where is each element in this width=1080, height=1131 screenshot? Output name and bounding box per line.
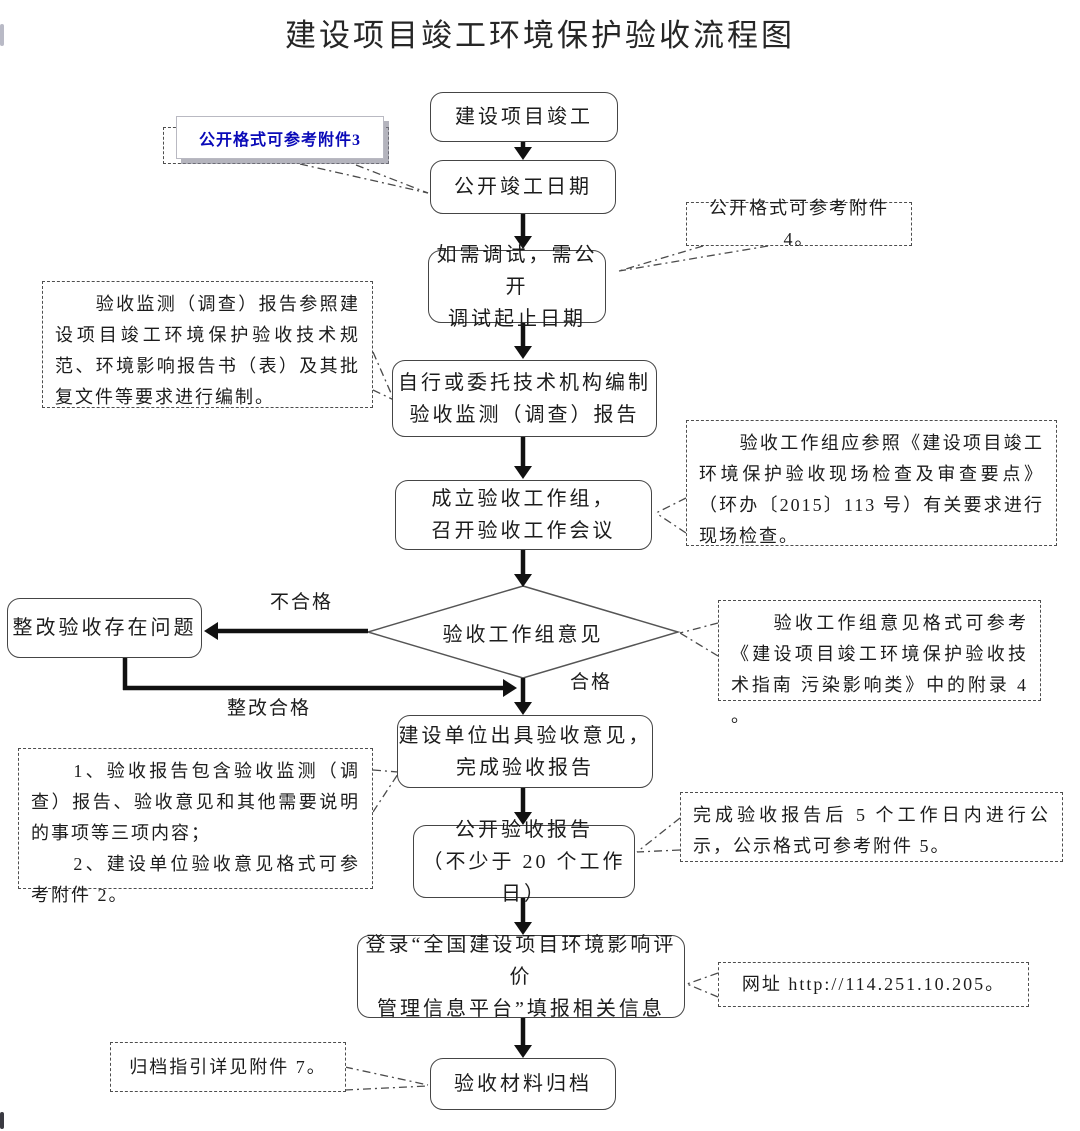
callout-opinion-format: 验收工作组意见格式可参考《建设项目竣工环境保护验收技术指南 污染影响类》中的附录… xyxy=(718,600,1041,726)
fail-branch-arrow xyxy=(204,622,368,640)
node-archive: 验收材料归档 xyxy=(430,1058,616,1110)
callout-report-basis: 验收监测（调查）报告参照建设项目竣工环境保护验收技术规范、环境影响报告书（表）及… xyxy=(42,281,373,408)
attachment3-tag: 公开格式可参考附件3 xyxy=(176,116,384,159)
node-issue-opinion: 建设单位出具验收意见， 完成验收报告 xyxy=(397,715,653,788)
node-work-group: 成立验收工作组， 召开验收工作会议 xyxy=(395,480,652,550)
node-debug: 如需调试，需公开 调试起止日期 xyxy=(428,244,606,330)
rectified-branch-arrow xyxy=(122,658,517,697)
node-publish-report: 公开验收报告 （不少于 20 个工作日） xyxy=(413,819,635,905)
node-decision-label: 验收工作组意见 xyxy=(442,624,604,646)
callout-attachment4: 公开格式可参考附件 4。 xyxy=(686,198,912,249)
callout-report-content: 1、验收报告包含验收监测（调查）报告、验收意见和其他需要说明的事项等三项内容； … xyxy=(18,748,373,905)
callout-website: 网址 http://114.251.10.205。 xyxy=(718,962,1029,1007)
callout-site-check: 验收工作组应参照《建设项目竣工环境保护验收现场检查及审查要点》（环办〔2015〕… xyxy=(686,420,1057,546)
label-rectified: 整改合格 xyxy=(227,698,312,719)
node-compile-report: 自行或委托技术机构编制 验收监测（调查）报告 xyxy=(392,360,657,437)
callout-archive-guide: 归档指引详见附件 7。 xyxy=(110,1042,346,1092)
label-fail: 不合格 xyxy=(270,592,334,613)
scan-artifact-top xyxy=(0,24,4,46)
node-platform: 登录“全国建设项目环境影响评价 管理信息平台”填报相关信息 xyxy=(357,934,685,1020)
scan-artifact-bottom xyxy=(0,1112,4,1129)
node-start: 建设项目竣工 xyxy=(430,92,618,142)
node-rectify: 整改验收存在问题 xyxy=(7,598,202,658)
main-arrows xyxy=(514,142,532,1058)
label-pass: 合格 xyxy=(570,672,613,693)
callout-connectors xyxy=(299,163,769,1091)
callout-publicity: 完成验收报告后 5 个工作日内进行公示，公示格式可参考附件 5。 xyxy=(680,792,1063,862)
diagram-title: 建设项目竣工环境保护验收流程图 xyxy=(285,18,795,53)
node-publish-date: 公开竣工日期 xyxy=(430,160,616,214)
